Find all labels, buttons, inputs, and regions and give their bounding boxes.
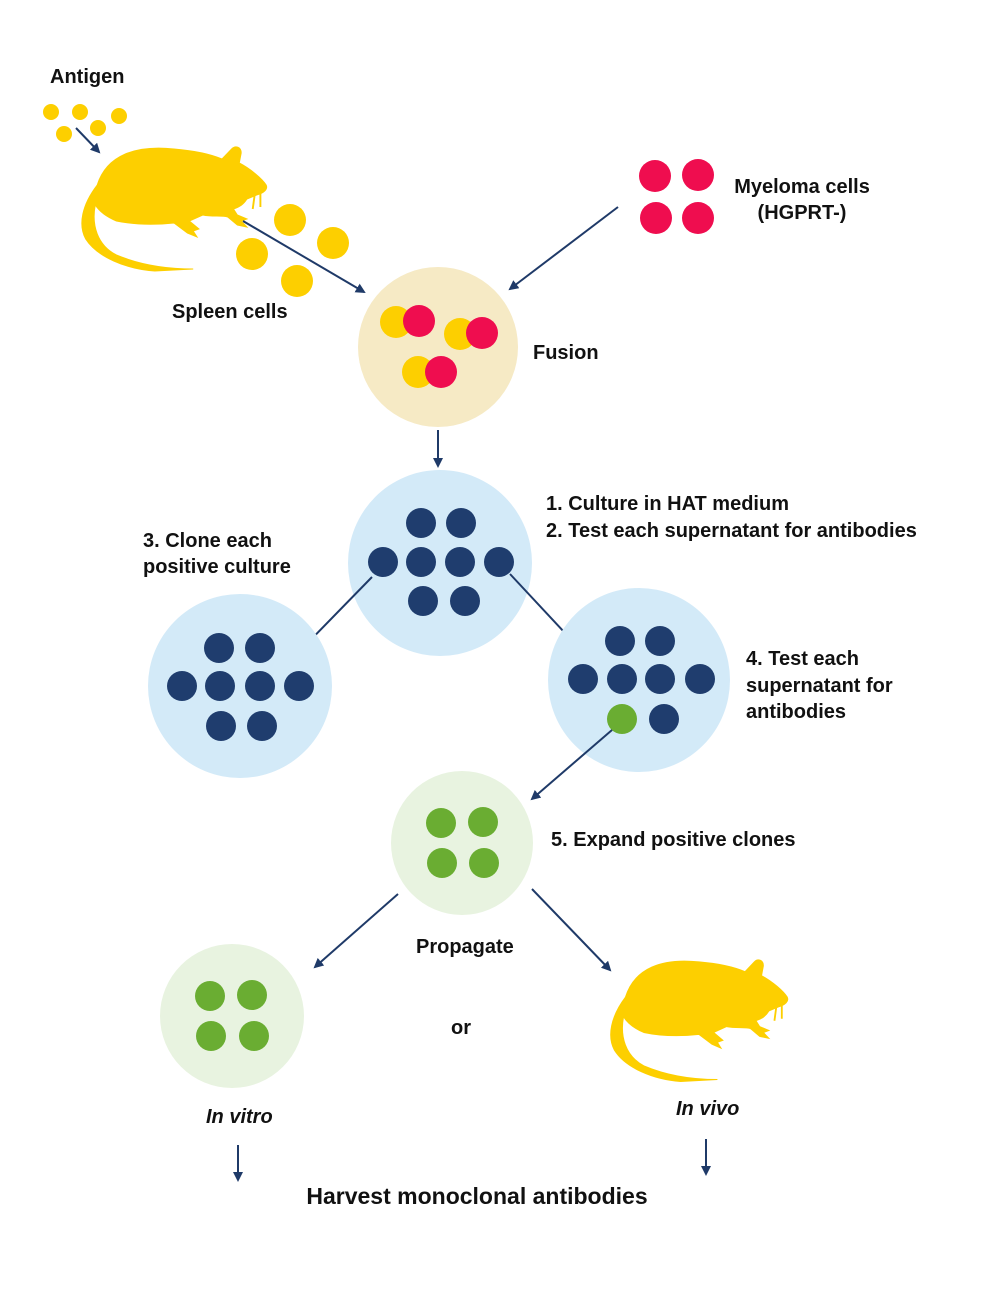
- expand-dish: [391, 771, 533, 915]
- step3-label-line2: positive culture: [143, 556, 291, 578]
- hybridoma-cell: [645, 664, 675, 694]
- myeloma-hgprt-label: (HGPRT-): [758, 202, 847, 224]
- hybridoma-cells-clone: [167, 633, 314, 741]
- hybridoma-cell: [445, 547, 475, 577]
- antigen-particle: [43, 104, 59, 120]
- positive-clones-expand: [426, 807, 499, 878]
- spleen-cell: [274, 204, 306, 236]
- hybridoma-cell: [406, 508, 436, 538]
- fused-cells: [380, 305, 498, 388]
- antigen-particle: [90, 120, 106, 136]
- propagate-label: Propagate: [416, 936, 514, 958]
- hybridoma-cell: [206, 711, 236, 741]
- positive-clone-cell: [427, 848, 457, 878]
- hybridoma-cell: [406, 547, 436, 577]
- positive-clone-cell: [607, 704, 637, 734]
- positive-clones-invitro: [195, 980, 269, 1051]
- hybridoma-cell: [446, 508, 476, 538]
- antigen-particle: [72, 104, 88, 120]
- hybridoma-cell: [450, 586, 480, 616]
- fusion-dish: [358, 267, 518, 427]
- arrow-antigen-to-mouse: [75, 127, 101, 154]
- hybridoma-cell: [607, 664, 637, 694]
- harvest-label: Harvest monoclonal antibodies: [306, 1183, 647, 1209]
- myeloma-cell: [682, 202, 714, 234]
- positive-clone-cell: [469, 848, 499, 878]
- hybridoma-cell: [205, 671, 235, 701]
- spleen-cells-label: Spleen cells: [172, 301, 288, 323]
- myeloma-cell: [640, 202, 672, 234]
- positive-clone-cell: [195, 981, 225, 1011]
- positive-clone-cell: [196, 1021, 226, 1051]
- hybridoma-cell: [649, 704, 679, 734]
- or-label: or: [451, 1017, 471, 1039]
- hybridoma-cells-hat: [368, 508, 514, 616]
- positive-clone-cell: [468, 807, 498, 837]
- arrow-spleen-to-fusion: [242, 220, 366, 294]
- arrow-myeloma-to-fusion: [508, 206, 619, 291]
- arrow-expand-to-invivo: [531, 888, 612, 972]
- spleen-cell: [281, 265, 313, 297]
- fusion-label: Fusion: [533, 342, 599, 364]
- host-mouse-icon: [609, 958, 789, 1083]
- hybridoma-cell: [645, 626, 675, 656]
- myeloma-label: Myeloma cells: [734, 176, 870, 198]
- hybridoma-cell: [245, 671, 275, 701]
- fused-spleen-part: [402, 356, 434, 388]
- fused-myeloma-part: [403, 305, 435, 337]
- antigen-particle: [56, 126, 72, 142]
- in-vivo-label: In vivo: [676, 1098, 739, 1120]
- hybridoma-cell: [685, 664, 715, 694]
- spleen-cells: [236, 204, 349, 297]
- myeloma-cell: [639, 160, 671, 192]
- positive-clone-cell: [237, 980, 267, 1010]
- fused-myeloma-part: [425, 356, 457, 388]
- antigen-particles: [43, 104, 127, 142]
- positive-clone-cell: [426, 808, 456, 838]
- hybridoma-cell: [368, 547, 398, 577]
- clone-dish: [148, 594, 332, 778]
- step2-label: 2. Test each supernatant for antibodies: [546, 520, 917, 542]
- hybridoma-cell: [167, 671, 197, 701]
- fused-spleen-part: [380, 306, 412, 338]
- step3-label-line1: 3. Clone each: [143, 530, 272, 552]
- hybridoma-cell: [408, 586, 438, 616]
- antigen-particle: [111, 108, 127, 124]
- spleen-cell: [236, 238, 268, 270]
- step4-label-line2: supernatant for: [746, 675, 893, 697]
- antigen-label: Antigen: [50, 66, 124, 88]
- hybridoma-cell: [247, 711, 277, 741]
- myeloma-cell: [682, 159, 714, 191]
- spleen-cell: [317, 227, 349, 259]
- test-dish: [548, 588, 730, 772]
- hybridoma-cell: [605, 626, 635, 656]
- step4-label-line1: 4. Test each: [746, 648, 859, 670]
- step5-label: 5. Expand positive clones: [551, 829, 796, 851]
- hybridoma-cell: [484, 547, 514, 577]
- in-vitro-dish: [160, 944, 304, 1088]
- hat-culture-dish: [348, 470, 532, 656]
- hybridoma-cell: [245, 633, 275, 663]
- hybridoma-cell: [568, 664, 598, 694]
- arrow-expand-to-invitro: [313, 893, 399, 969]
- step1-label: 1. Culture in HAT medium: [546, 493, 789, 515]
- hybridoma-cell: [204, 633, 234, 663]
- positive-clone-cell: [239, 1021, 269, 1051]
- hybridoma-cell: [284, 671, 314, 701]
- step4-label-line3: antibodies: [746, 701, 846, 723]
- myeloma-cells: [639, 159, 714, 234]
- fused-myeloma-part: [466, 317, 498, 349]
- arrow-positive-to-expand: [530, 729, 613, 801]
- hybridoma-cells-test: [568, 626, 715, 734]
- in-vitro-label: In vitro: [206, 1106, 273, 1128]
